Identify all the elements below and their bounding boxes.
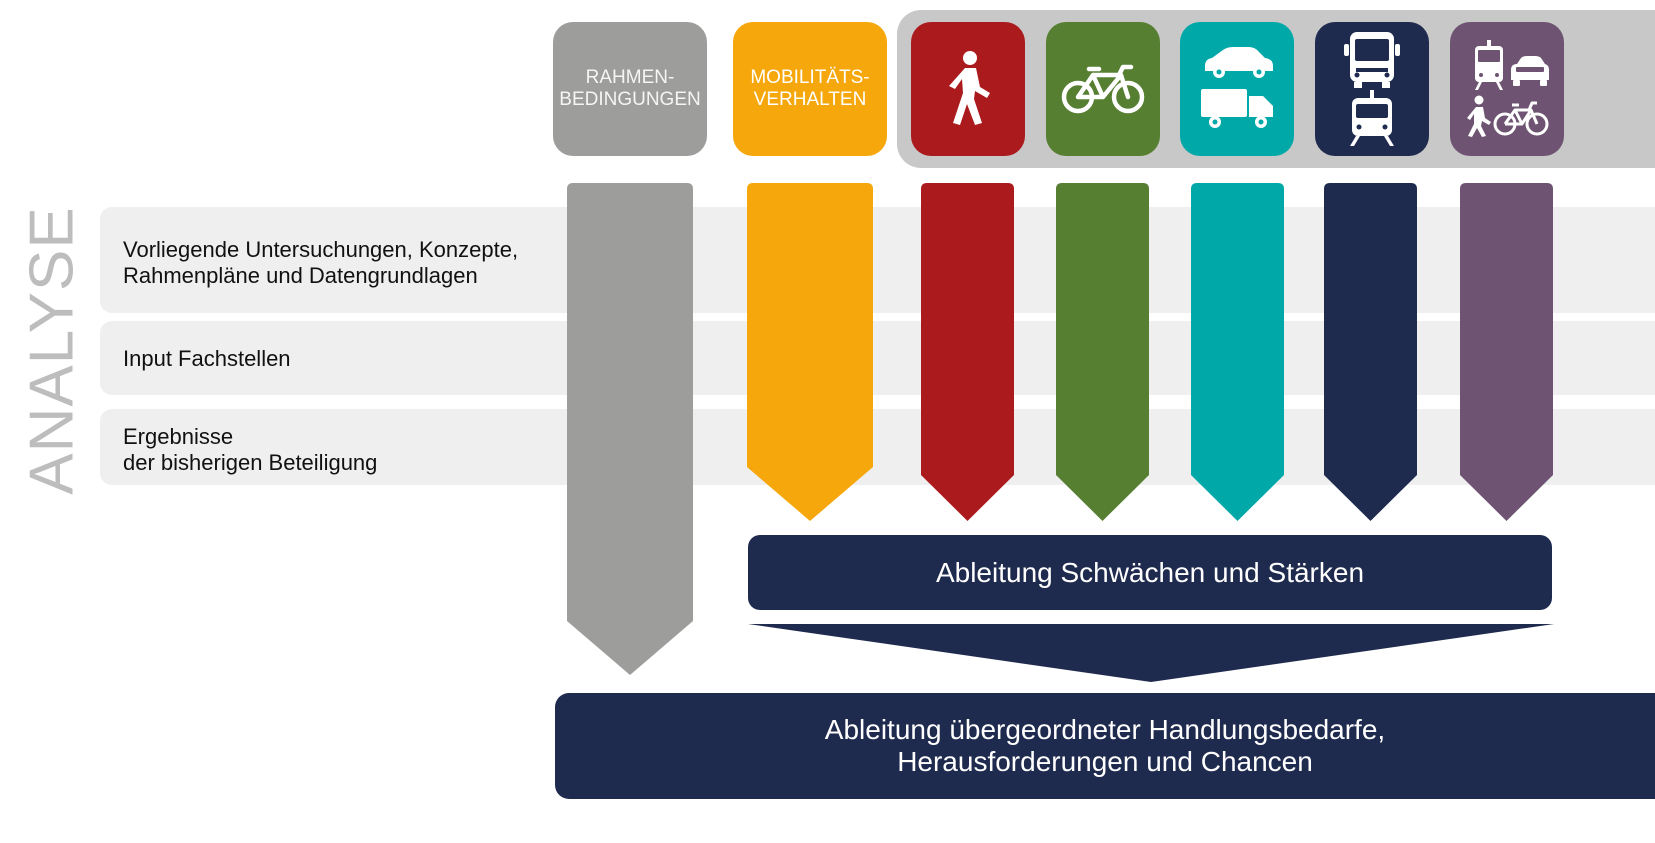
bar-schwaechen-staerken-text: Ableitung Schwächen und Stärken: [935, 556, 1365, 588]
header-rahmen-line2: BEDINGUNGEN: [559, 89, 701, 110]
header-bus-tram: [1315, 22, 1429, 156]
header-multimodal: [1450, 22, 1564, 156]
bicycle-icon: [1061, 64, 1145, 114]
row-label-documents: Vorliegende Untersuchungen, Konzepte, Ra…: [123, 237, 519, 288]
header-pedestrian: [911, 22, 1025, 156]
bar-schwaechen-staerken: Ableitung Schwächen und Stärken: [748, 535, 1552, 610]
analyse-label: ANALYSE: [18, 206, 87, 494]
row-label-participation: Ergebnisse der bisherigen Beteiligung: [123, 424, 378, 475]
arrow-rahmenbedingungen: [567, 183, 693, 675]
header-bicycle: [1046, 22, 1160, 156]
row-band-participation: Ergebnisse der bisherigen Beteiligung: [100, 409, 1655, 485]
bar-handlungsbedarfe-line1: Ableitung übergeordneter Handlungsbedarf…: [824, 714, 1386, 745]
arrow-bus-tram: [1324, 183, 1417, 521]
header-rahmenbedingungen: RAHMEN- BEDINGUNGEN: [553, 22, 707, 156]
pedestrian-icon: [949, 51, 990, 125]
arrow-pedestrian: [921, 183, 1014, 521]
header-mobil-line1: MOBILITÄTS-: [750, 67, 870, 88]
header-rahmen-line1: RAHMEN-: [585, 67, 675, 88]
arrow-mobilitaetsverhalten: [747, 183, 873, 521]
arrow-car-truck: [1191, 183, 1284, 521]
car-truck-icon: [1201, 47, 1273, 128]
bus-tram-icon: [1344, 32, 1400, 146]
bar-handlungsbedarfe: Ableitung übergeordneter Handlungsbedarf…: [555, 693, 1655, 799]
row-label-input: Input Fachstellen: [123, 346, 291, 371]
arrow-bicycle: [1056, 183, 1149, 521]
header-mobilitaetsverhalten: MOBILITÄTS- VERHALTEN: [733, 22, 887, 156]
header-car-truck: [1180, 22, 1294, 156]
row-band-input: Input Fachstellen: [100, 321, 1655, 395]
analyse-label-text: ANALYSE: [17, 205, 87, 495]
bar-handlungsbedarfe-line2: Herausforderungen und Chancen: [897, 746, 1313, 777]
header-mobil-line2: VERHALTEN: [753, 89, 867, 110]
arrow-multimodal: [1460, 183, 1553, 521]
funnel-arrow: [748, 624, 1554, 682]
row-band-documents: Vorliegende Untersuchungen, Konzepte, Ra…: [100, 207, 1655, 313]
multimodal-icon: [1467, 40, 1549, 137]
